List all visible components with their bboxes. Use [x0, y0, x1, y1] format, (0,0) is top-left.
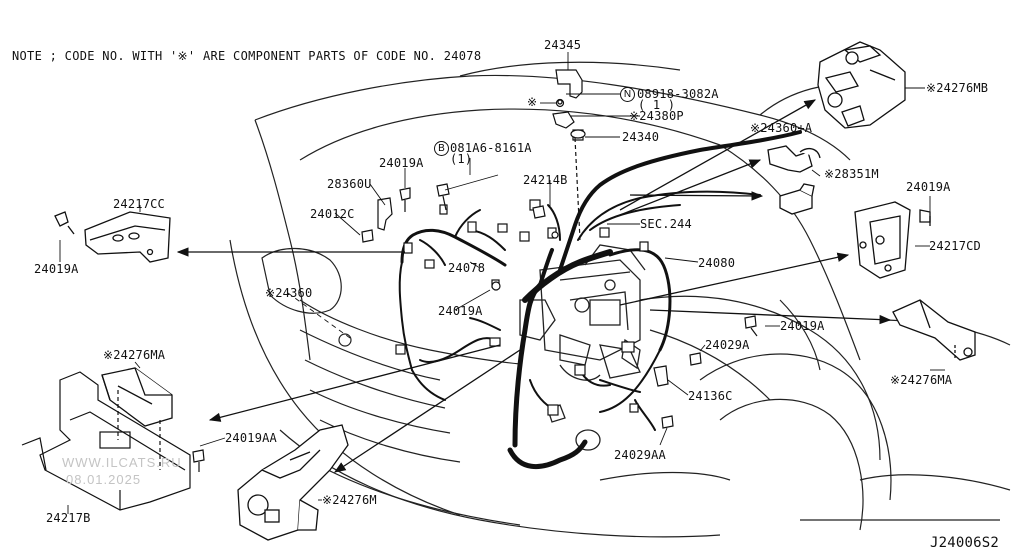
- harness-connectors: [395, 129, 649, 416]
- callout-08918-qty: ( 1 ): [638, 98, 676, 112]
- bracket-24217CC: [54, 211, 171, 263]
- watermark-site: WWW.ILCATS.RU: [62, 455, 182, 470]
- callout-24019A-right[interactable]: 24019A: [780, 319, 825, 333]
- fasteners: [192, 99, 758, 472]
- callout-24214B[interactable]: 24214B: [523, 173, 568, 187]
- nut-symbol-icon: N: [620, 87, 635, 102]
- watermark-datetime: 08.01.2025: [66, 472, 142, 487]
- callout-24345[interactable]: 24345: [544, 38, 582, 52]
- diagram-code: J24006S2: [930, 535, 1000, 551]
- relay-box-24276M: [237, 424, 349, 541]
- connector-24360A: [767, 145, 821, 173]
- callout-24217B[interactable]: 24217B: [46, 511, 91, 525]
- bracket-24345-assembly: [552, 69, 586, 241]
- callout-24012C[interactable]: 24012C: [310, 207, 355, 221]
- leader-lines: [59, 52, 945, 514]
- explosion-arrows: [176, 99, 892, 473]
- callout-24380P[interactable]: ※24380P: [629, 109, 684, 123]
- callout-24019A-top[interactable]: 24019A: [379, 156, 424, 170]
- callout-star-symbol: ※: [527, 95, 538, 109]
- callout-24080[interactable]: 24080: [698, 256, 736, 270]
- callout-24276M[interactable]: ※24276M: [322, 493, 377, 507]
- callout-24029AA[interactable]: 24029AA: [614, 448, 666, 462]
- callout-081A6-qty: (1): [450, 152, 473, 166]
- callout-28351M[interactable]: ※28351M: [824, 167, 879, 181]
- callout-24276MA-right[interactable]: ※24276MA: [890, 373, 953, 387]
- connector-28351M: [779, 183, 815, 215]
- note-text: NOTE ; CODE NO. WITH '※' ARE COMPONENT P…: [12, 49, 482, 63]
- callout-08918-3082A[interactable]: 08918-3082A: [637, 87, 719, 101]
- callout-24019A-left[interactable]: 24019A: [34, 262, 79, 276]
- callout-081A6-8161A[interactable]: 081A6-8161A: [450, 141, 532, 155]
- callout-24019A-top-right[interactable]: 24019A: [906, 180, 951, 194]
- callout-24078[interactable]: 24078: [448, 261, 486, 275]
- relay-box-24276MB: [817, 41, 906, 129]
- wiring-harness-24078: [398, 130, 802, 470]
- callout-SEC244[interactable]: SEC.244: [640, 217, 692, 231]
- relay-24276MA-left: [101, 367, 173, 427]
- callout-24276MA-left[interactable]: ※24276MA: [103, 348, 166, 362]
- callout-24217CD[interactable]: 24217CD: [929, 239, 981, 253]
- bolt-symbol-icon: B: [434, 141, 449, 156]
- bracket-24217B: [21, 371, 191, 511]
- bracket-24217CD: [854, 201, 931, 279]
- callout-24029A[interactable]: 24029A: [705, 338, 750, 352]
- callout-24217CC[interactable]: 24217CC: [113, 197, 165, 211]
- relay-24276MA-right: [892, 299, 976, 361]
- callout-28360U[interactable]: 28360U: [327, 177, 372, 191]
- callout-24360[interactable]: ※24360: [265, 286, 313, 300]
- callout-24019A-mid[interactable]: 24019A: [438, 304, 483, 318]
- callout-24340[interactable]: 24340: [622, 130, 660, 144]
- callout-24136C[interactable]: 24136C: [688, 389, 733, 403]
- callout-24360A[interactable]: ※24360+A: [750, 121, 813, 135]
- callout-24276MB[interactable]: ※24276MB: [926, 81, 989, 95]
- callout-24019AA[interactable]: 24019AA: [225, 431, 277, 445]
